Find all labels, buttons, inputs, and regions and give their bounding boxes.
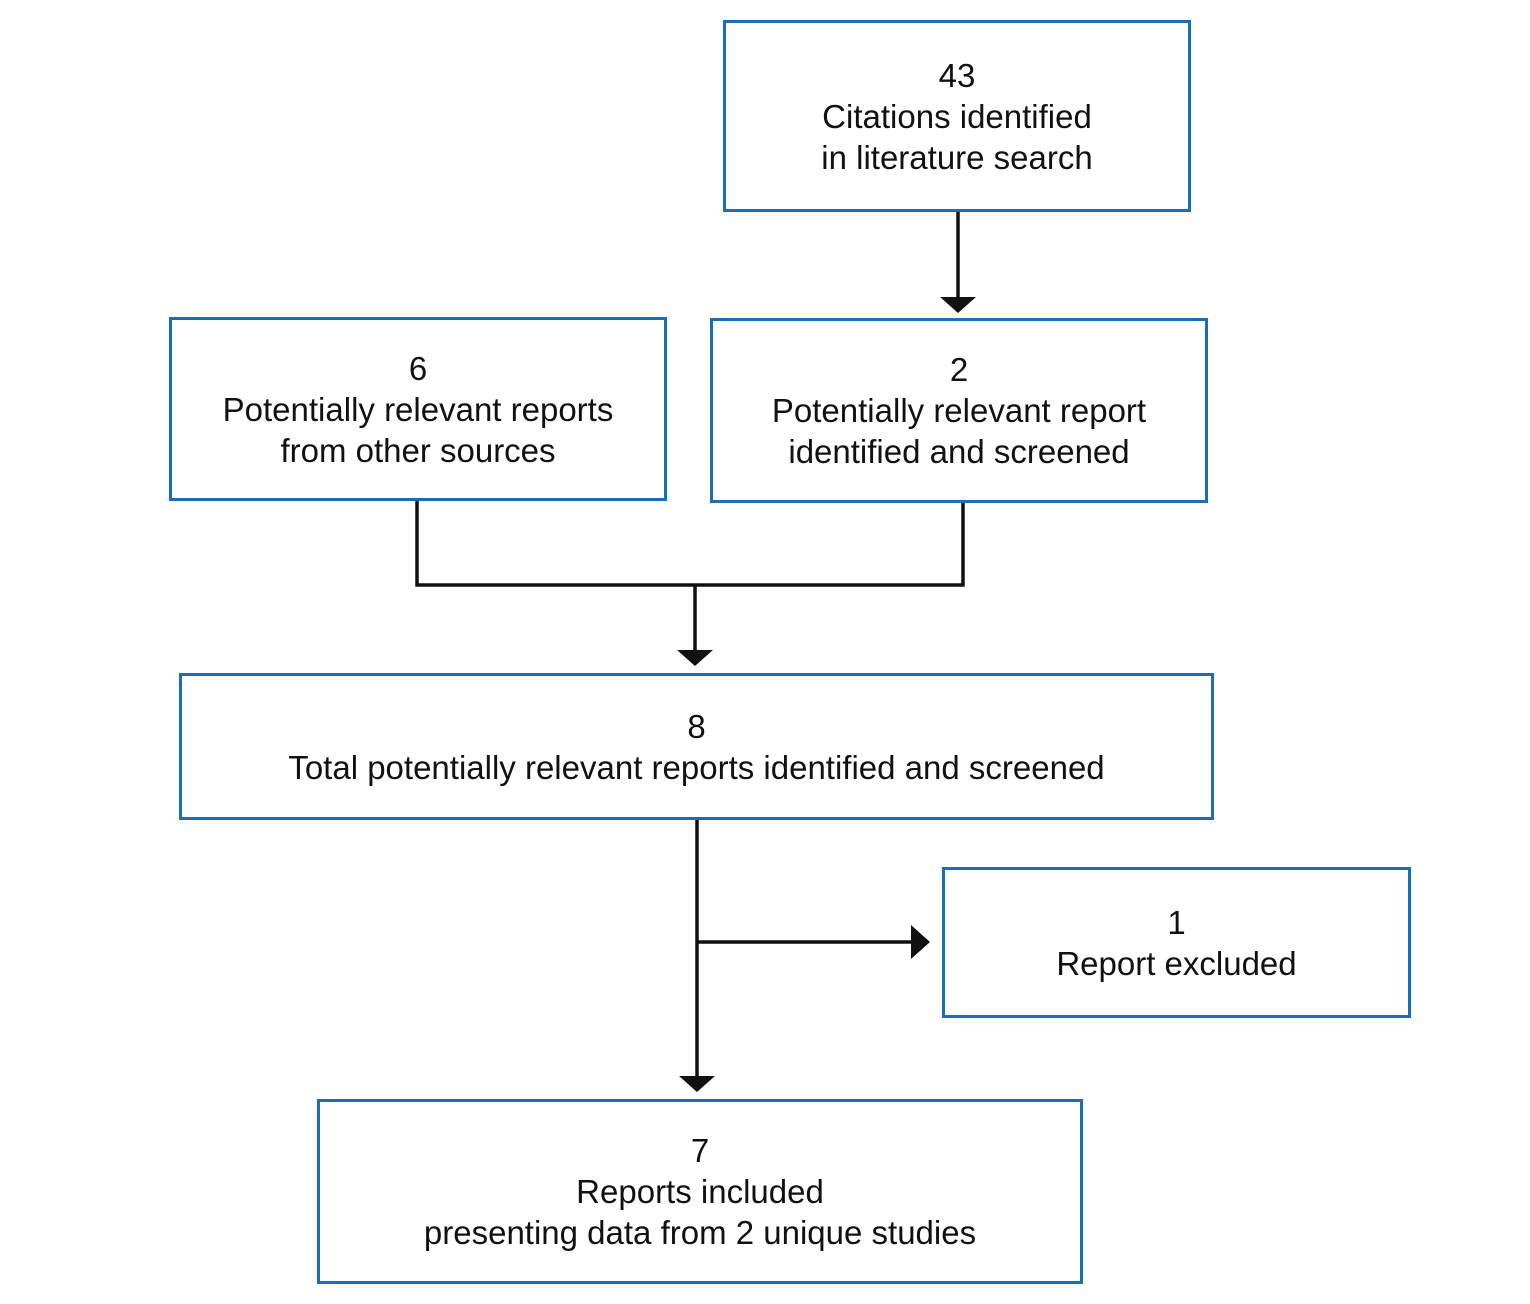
arrowhead-right-icon: [911, 925, 930, 959]
box-label-line: from other sources: [280, 431, 556, 469]
arrowhead-down-icon: [679, 1076, 715, 1092]
box-label-line: identified and screened: [788, 433, 1130, 470]
box-count: 2: [949, 351, 969, 388]
screened-report-box: 2 Potentially relevant report identified…: [710, 318, 1208, 503]
box-label-line: Potentially relevant reports: [222, 390, 614, 428]
connector-merge-bracket: [415, 501, 965, 587]
box-count: 1: [1167, 903, 1186, 941]
box-count: 43: [938, 56, 976, 94]
arrowhead-down-icon: [940, 297, 976, 313]
reports-included-box: 7 Reports included presenting data from …: [317, 1099, 1083, 1284]
other-sources-box: 6 Potentially relevant reports from othe…: [169, 317, 667, 501]
box-label-line: Potentially relevant report: [771, 392, 1147, 429]
box-label-line: Report excluded: [1056, 944, 1297, 982]
total-screened-box: 8 Total potentially relevant reports ide…: [179, 673, 1214, 820]
box-label-line: presenting data from 2 unique studies: [423, 1214, 977, 1251]
box-count: 7: [690, 1132, 710, 1169]
box-label-line: Reports included: [576, 1173, 824, 1210]
box-label-line: Total potentially relevant reports ident…: [288, 748, 1105, 786]
box-label-line: Citations identified: [822, 97, 1092, 135]
arrowhead-down-icon: [677, 650, 713, 666]
box-count: 8: [687, 707, 706, 745]
report-excluded-box: 1 Report excluded: [942, 867, 1411, 1018]
citations-identified-box: 43 Citations identified in literature se…: [723, 20, 1191, 212]
box-label-line: in literature search: [821, 138, 1093, 176]
box-count: 6: [408, 349, 428, 387]
